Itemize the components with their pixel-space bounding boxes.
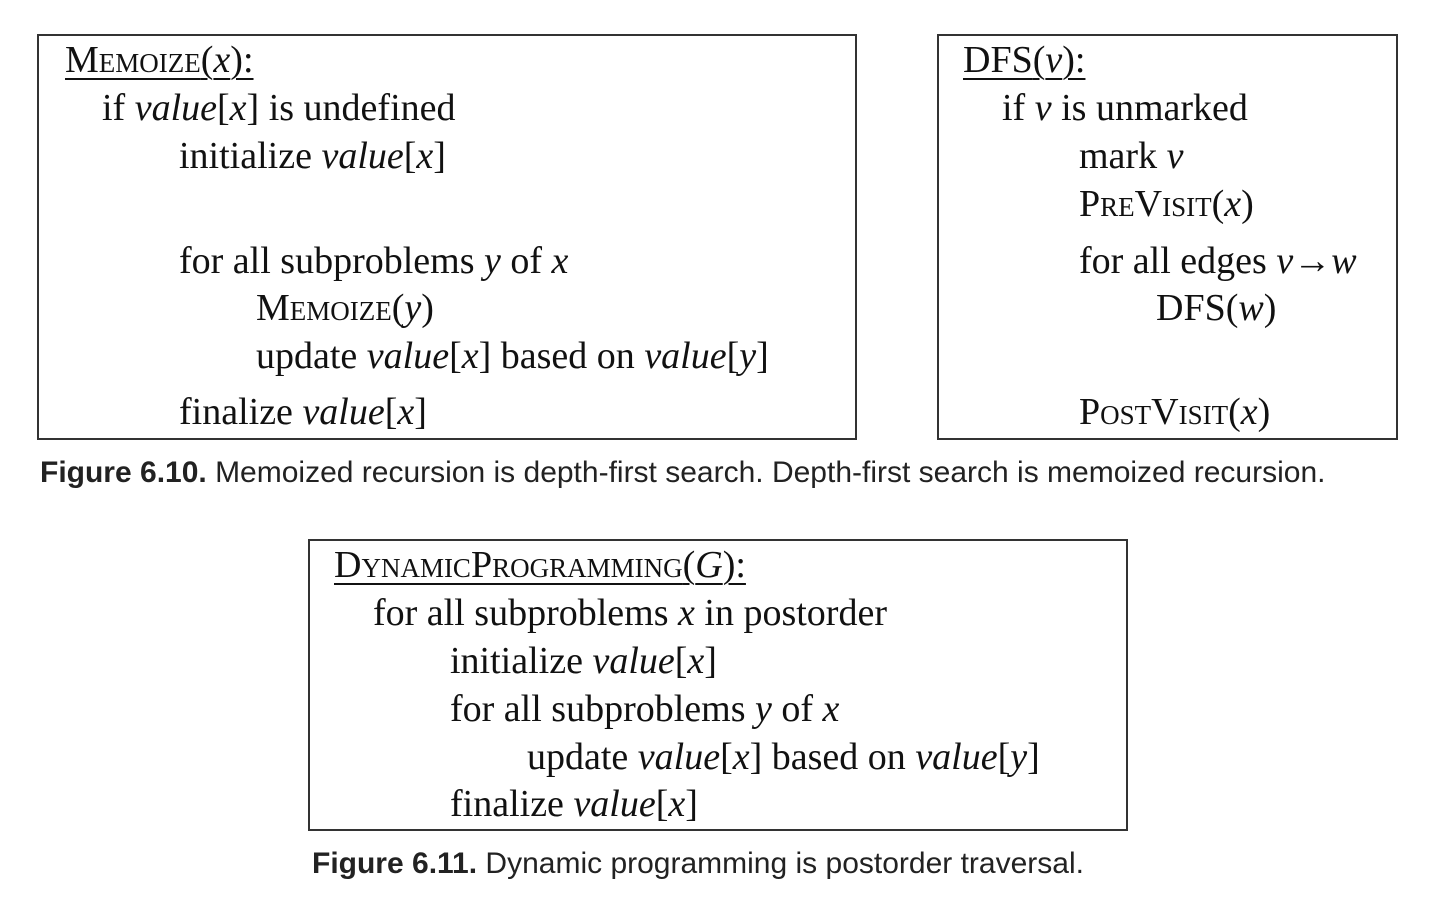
dfs-line-4: for all edges v→w [1079,240,1357,282]
dp-line-3: for all subproblems y of x [450,688,840,730]
dfs-algorithm-box: DFS(v): if v is unmarked mark v PreVisit… [937,34,1398,440]
figure-6-11-label: Figure 6.11. [312,847,478,880]
dfs-header: DFS(v): [963,39,1086,81]
dp-line-5: finalize value[x] [450,783,698,825]
dfs-line-1: if v is unmarked [1002,87,1248,129]
figure-6-10-text: Memoized recursion is depth-first search… [206,456,1326,489]
memoize-line-4: Memoize(y) [256,287,434,329]
memoize-line-5: update value[x] based on value[y] [256,335,769,377]
figure-6-11-caption: Figure 6.11. Dynamic programming is post… [312,847,1084,881]
figure-6-10-label: Figure 6.10. [40,456,207,489]
dynamic-programming-algorithm-box: DynamicProgramming(G): for all subproble… [308,539,1128,831]
figure-6-10-caption: Figure 6.10. Memoized recursion is depth… [40,456,1325,490]
memoize-line-6: finalize value[x] [179,391,427,433]
dfs-line-6: PostVisit(x) [1079,391,1271,433]
dfs-line-5: DFS(w) [1156,287,1277,329]
dp-line-4: update value[x] based on value[y] [527,736,1040,778]
memoize-line-1: if value[x] is undefined [102,87,456,129]
dp-line-2: initialize value[x] [450,640,717,682]
dp-line-1: for all subproblems x in postorder [373,592,887,634]
memoize-line-2: initialize value[x] [179,135,446,177]
dp-header: DynamicProgramming(G): [334,544,746,586]
dfs-line-2: mark v [1079,135,1184,177]
memoize-header: Memoize(x): [65,39,254,81]
figure-6-11-text: Dynamic programming is postorder travers… [477,847,1084,880]
memoize-line-3: for all subproblems y of x [179,240,569,282]
dfs-line-3: PreVisit(x) [1079,183,1254,225]
memoize-algorithm-box: Memoize(x): if value[x] is undefined ini… [37,34,857,440]
